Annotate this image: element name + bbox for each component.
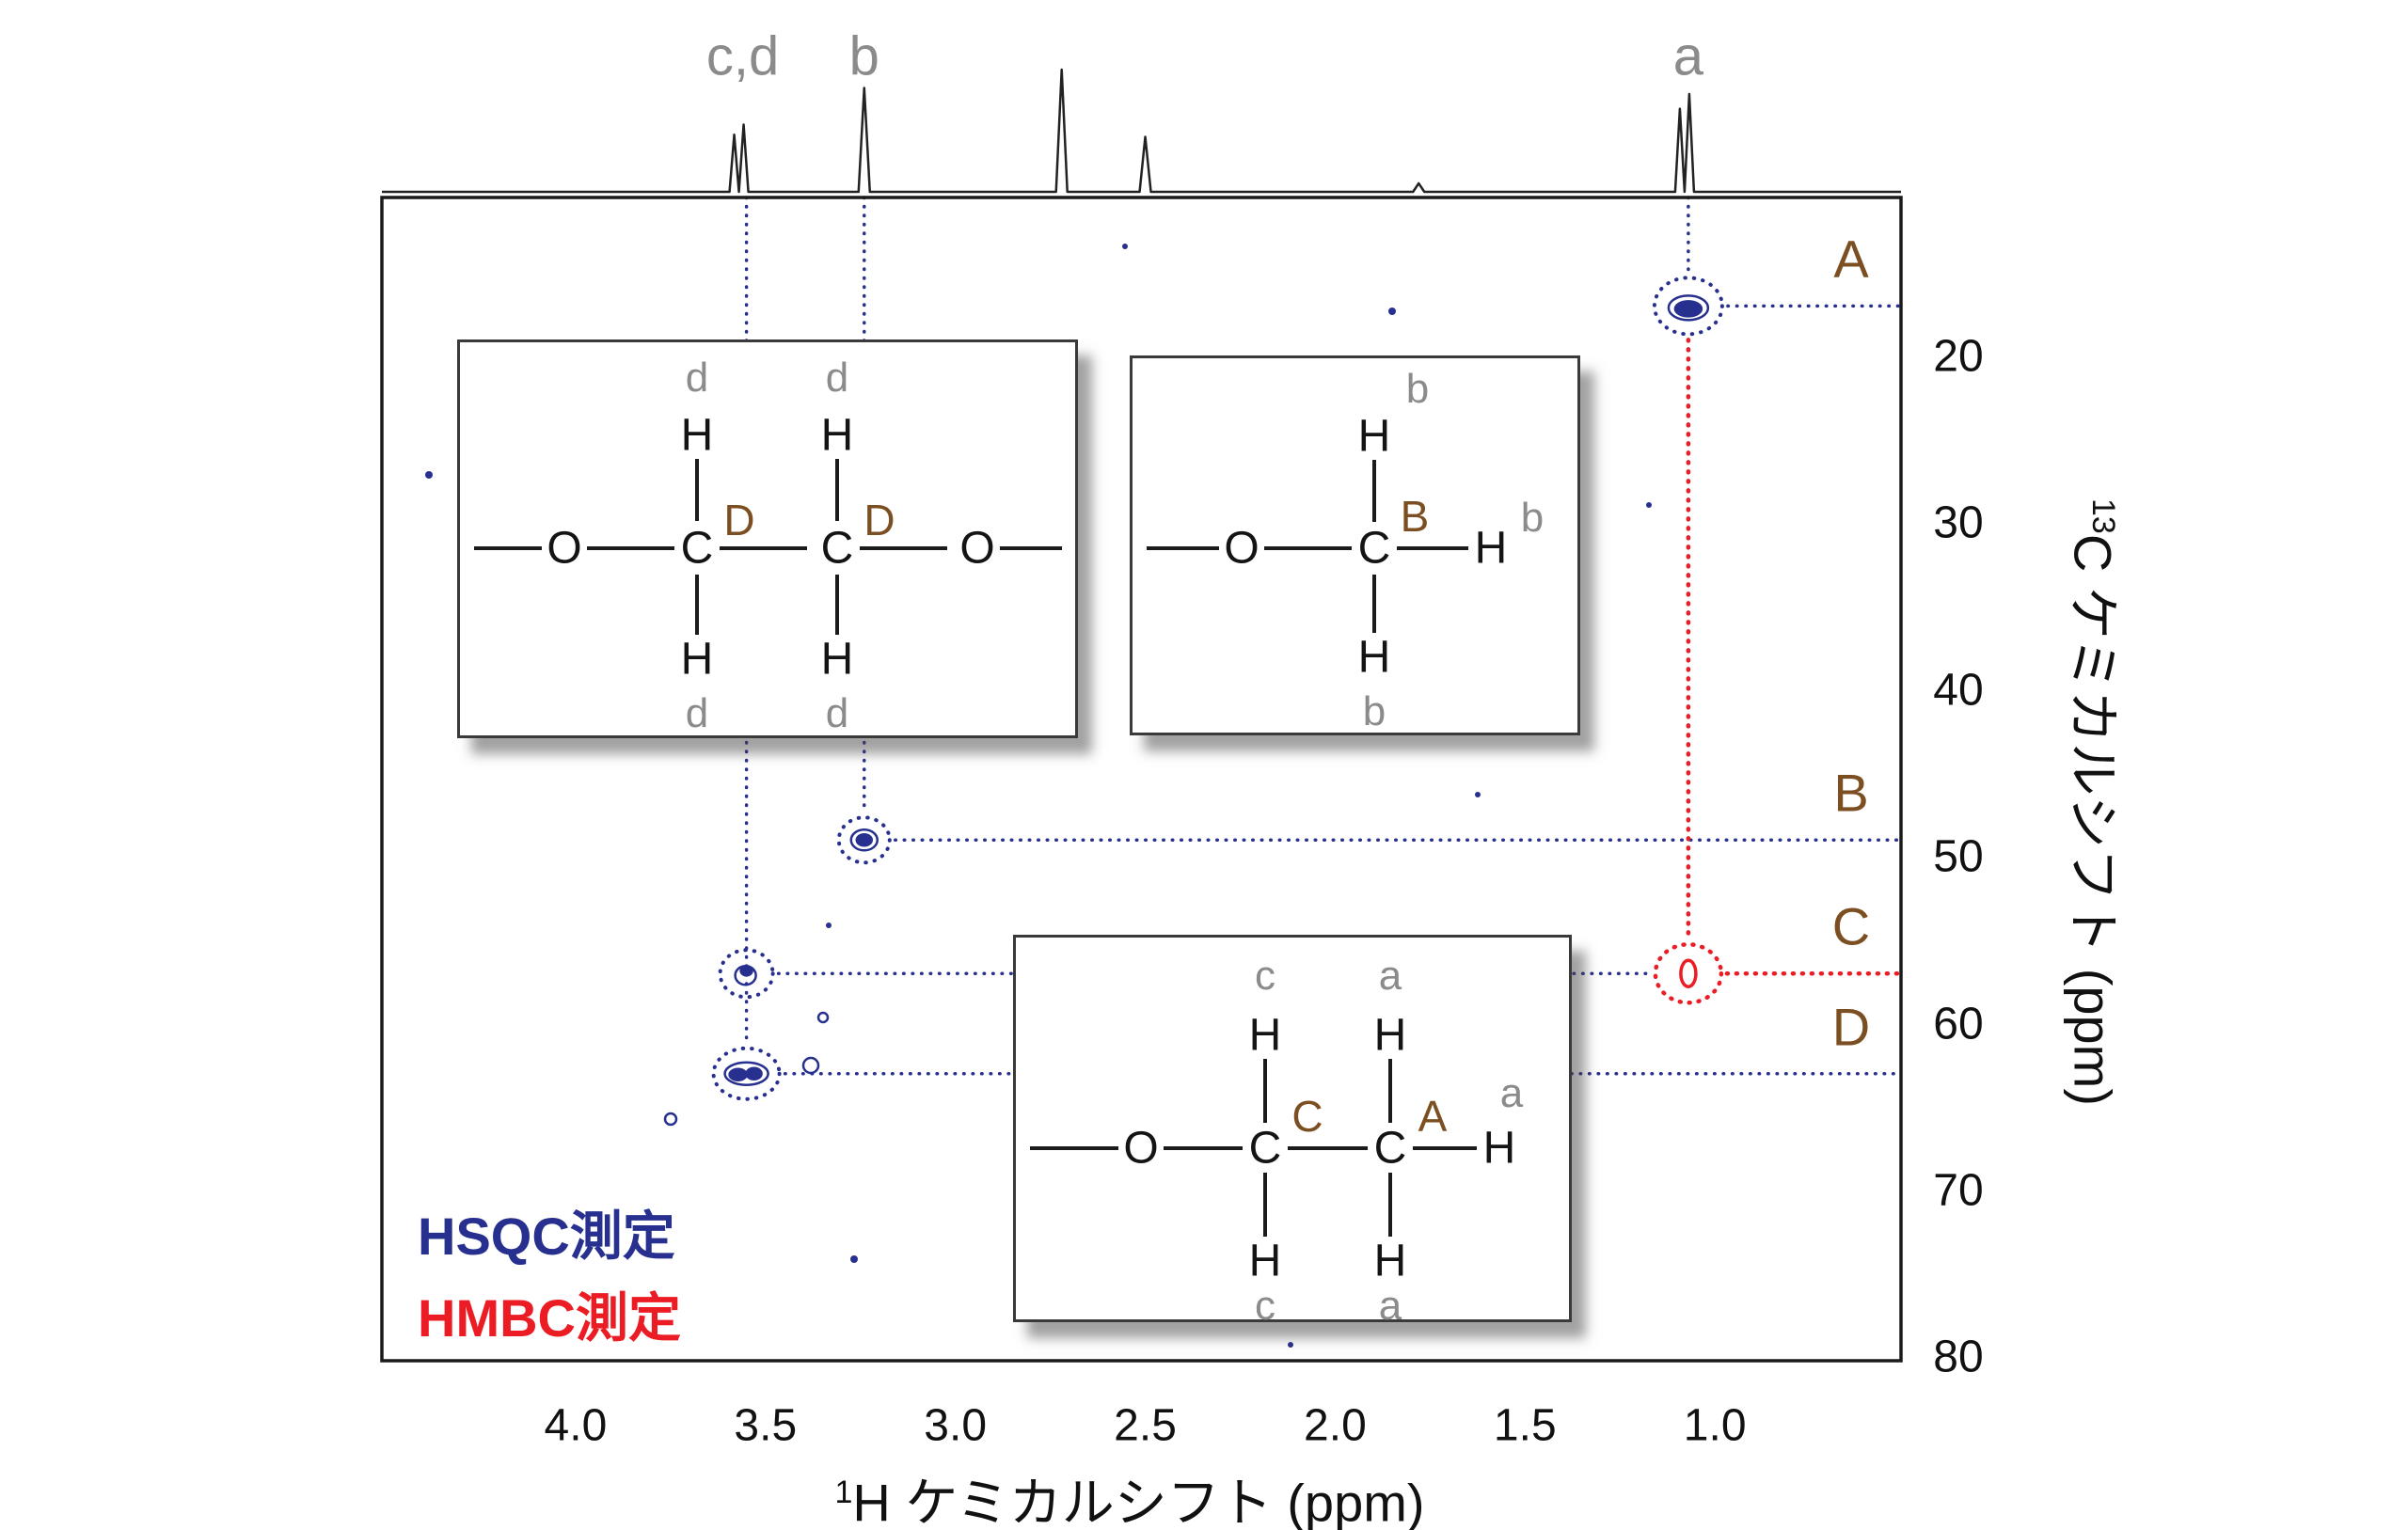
hsqc-peak-contour — [734, 965, 757, 986]
hsqc-peak-contour — [849, 828, 879, 852]
hsqc-peak-contour — [1667, 294, 1710, 322]
hsqc-peak-circle — [1652, 276, 1724, 337]
noise-speck — [1288, 1342, 1293, 1348]
hsqc-peak-contour — [723, 1061, 769, 1086]
hsqc-peak-circle — [718, 948, 775, 1000]
noise-speck — [1388, 308, 1396, 315]
hsqc-peak-circle — [836, 815, 892, 865]
hsqc-peak-contour — [855, 833, 874, 847]
hsqc-peak-circle — [711, 1046, 782, 1101]
proton-1d-trace — [382, 68, 1901, 194]
noise-ring — [663, 1112, 678, 1127]
hsqc-peak-contour — [1673, 300, 1703, 318]
hmbc-peak-contour — [1679, 958, 1698, 989]
noise-ring — [801, 1056, 820, 1075]
noise-speck — [850, 1255, 858, 1263]
hsqc-peak-contour — [745, 1066, 763, 1080]
noise-speck — [1122, 244, 1128, 249]
hsqc-peak-contour — [728, 1067, 748, 1081]
noise-speck — [425, 471, 433, 479]
plot-border — [380, 196, 1903, 1363]
noise-speck — [1646, 502, 1652, 508]
noise-ring — [816, 1011, 830, 1024]
noise-speck — [826, 923, 832, 928]
hmbc-peak-circle — [1653, 942, 1724, 1005]
noise-speck — [1475, 792, 1481, 797]
